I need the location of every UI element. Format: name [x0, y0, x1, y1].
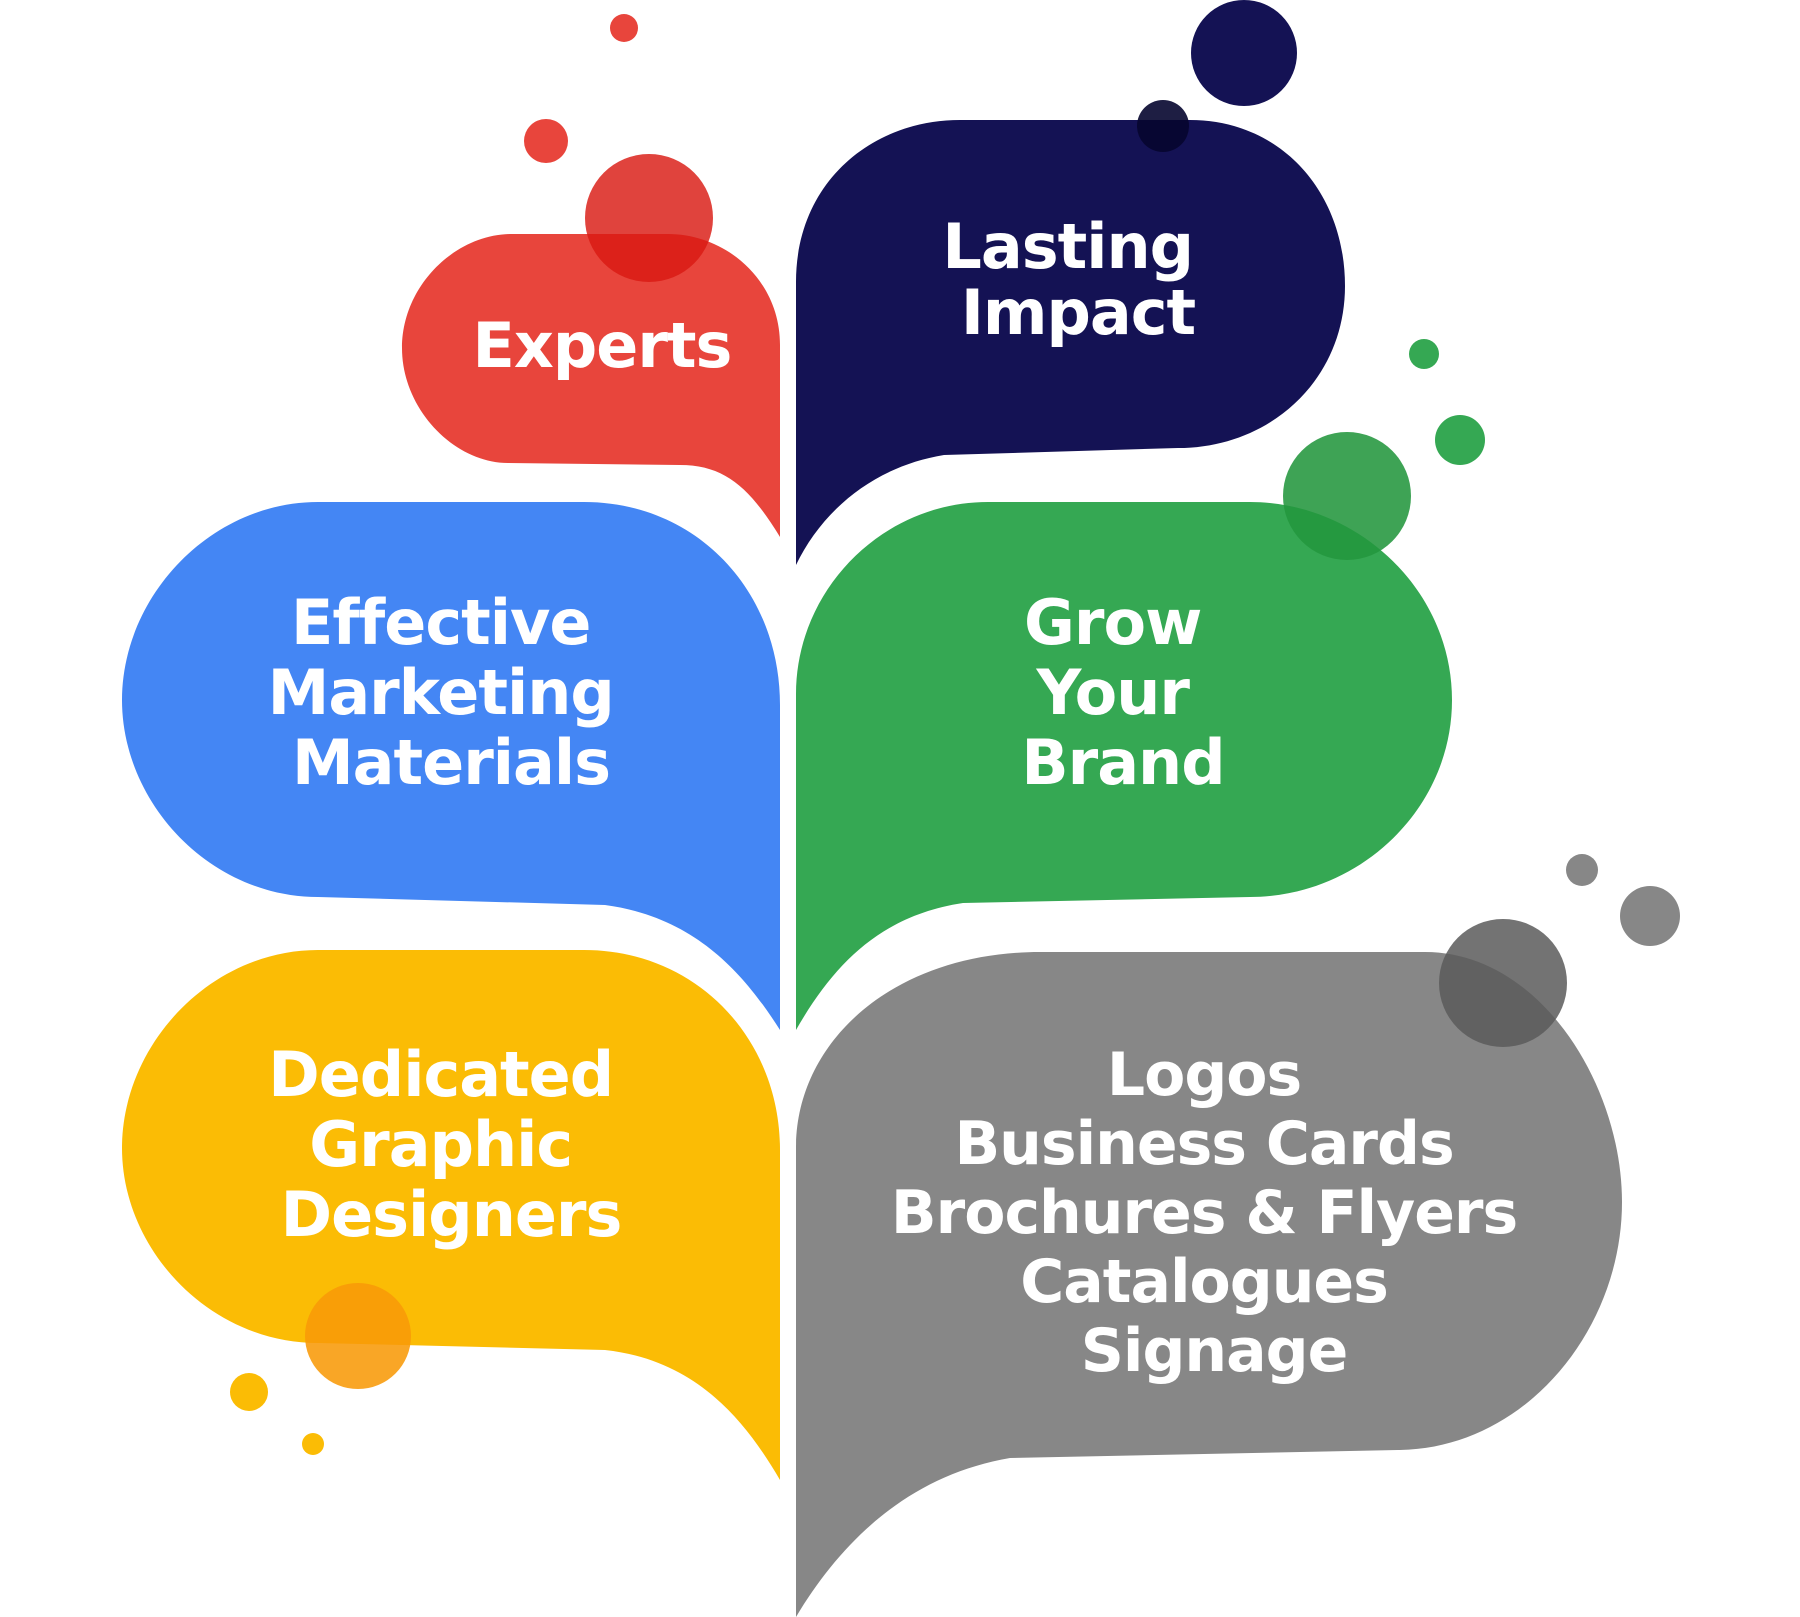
gray-dot-small: [1566, 854, 1598, 886]
gray-dot-large: [1439, 919, 1567, 1047]
effective-marketing-line-2: Marketing: [268, 656, 614, 729]
services-label: Logos Business Cards Brochures & Flyers …: [891, 1040, 1537, 1386]
lasting-impact-line-2: Impact: [961, 276, 1196, 349]
services-line-3: Brochures & Flyers: [891, 1178, 1517, 1248]
dedicated-designers-bubble: [122, 950, 780, 1480]
experts-line-1: Experts: [473, 309, 732, 382]
effective-marketing-label: Effective Marketing Materials: [268, 586, 635, 799]
navy-dot-large: [1191, 0, 1297, 106]
dedicated-designers-line-2: Graphic: [309, 1108, 572, 1181]
green-dot-small: [1409, 339, 1439, 369]
yellow-dot-medium: [230, 1373, 268, 1411]
orange-dot-large: [305, 1283, 411, 1389]
grow-your-brand-line-2: Your: [1035, 656, 1190, 729]
dedicated-designers-label: Dedicated Graphic Designers: [268, 1038, 633, 1251]
gray-dot-medium: [1620, 886, 1680, 946]
services-line-1: Logos: [1107, 1040, 1301, 1110]
navy-dot-small: [1137, 100, 1189, 152]
experts-label: Experts: [473, 309, 732, 382]
services-bubble: [796, 952, 1622, 1617]
experts-bubble: [402, 234, 780, 537]
services-line-5: Signage: [1081, 1316, 1348, 1386]
decorative-dots-front: [305, 100, 1567, 1389]
green-dot-medium: [1435, 415, 1485, 465]
bubble-labels: Experts Lasting Impact Effective Marketi…: [268, 210, 1537, 1386]
effective-marketing-bubble: [122, 502, 780, 1030]
decorative-dots-back: [230, 0, 1680, 1455]
red-dot-small: [610, 14, 638, 42]
grow-your-brand-bubble: [796, 502, 1452, 1030]
grow-your-brand-line-1: Grow: [1024, 586, 1201, 659]
lasting-impact-label: Lasting Impact: [942, 210, 1213, 349]
grow-your-brand-label: Grow Your Brand: [1021, 586, 1224, 799]
effective-marketing-line-3: Materials: [292, 726, 610, 799]
dedicated-designers-line-3: Designers: [281, 1178, 622, 1251]
yellow-dot-small: [302, 1433, 324, 1455]
effective-marketing-line-1: Effective: [291, 586, 590, 659]
grow-your-brand-line-3: Brand: [1021, 726, 1224, 799]
red-dot-large: [585, 154, 713, 282]
green-dot-large: [1283, 432, 1411, 560]
dedicated-designers-line-1: Dedicated: [268, 1038, 613, 1111]
services-line-2: Business Cards: [954, 1109, 1453, 1179]
services-line-4: Catalogues: [1020, 1247, 1388, 1317]
red-dot-medium: [524, 119, 568, 163]
lasting-impact-line-1: Lasting: [942, 210, 1193, 283]
lasting-impact-bubble: [796, 120, 1345, 565]
bubble-shapes: [122, 120, 1622, 1617]
